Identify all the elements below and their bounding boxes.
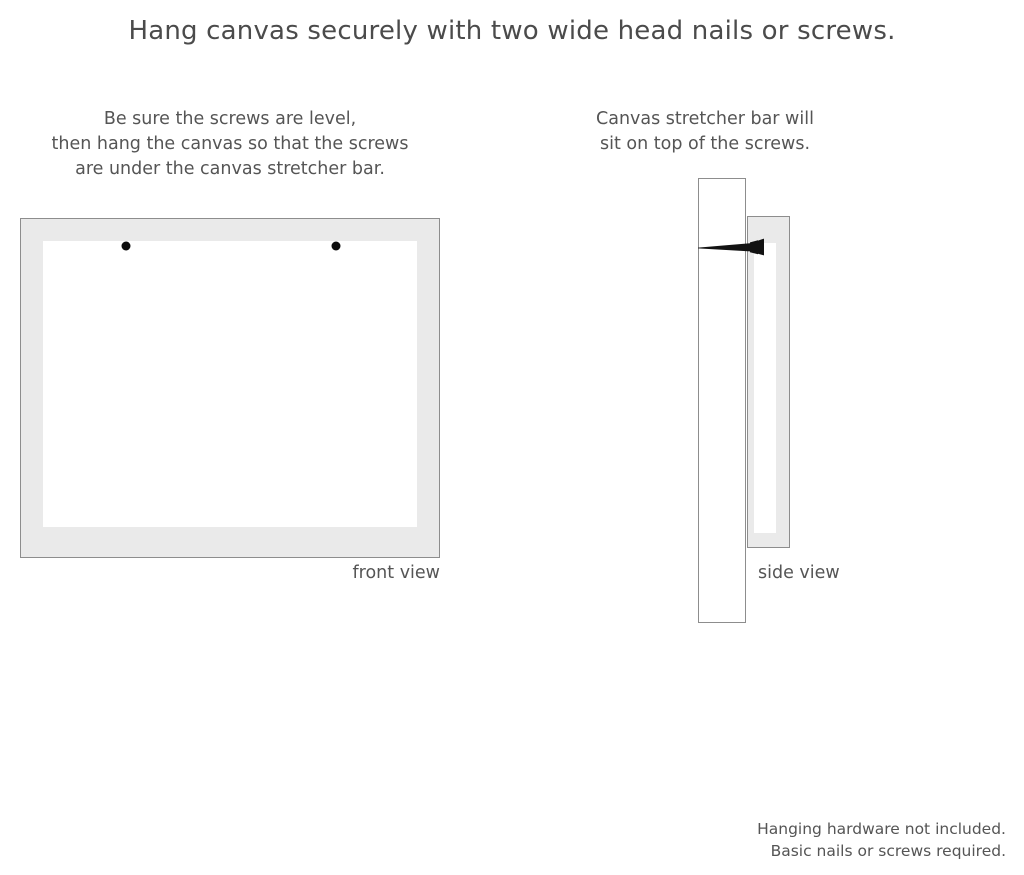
front-view-illustration (20, 218, 440, 558)
footer-disclaimer: Hanging hardware not included. Basic nai… (757, 820, 1006, 860)
wide-head-nail-icon (698, 238, 764, 256)
side-view-caption: Canvas stretcher bar will sit on top of … (596, 109, 814, 154)
canvas-frame-outer (20, 218, 440, 558)
left-screw-head-icon (121, 241, 131, 251)
page-title: Hang canvas securely with two wide head … (128, 16, 896, 46)
side-view-label: side view (758, 563, 840, 583)
front-view-label: front view (352, 563, 441, 583)
canvas-depth-inner (754, 243, 776, 533)
right-screw-head-icon (331, 241, 341, 251)
wall-profile (698, 178, 746, 623)
canvas-face (43, 241, 417, 527)
front-view-caption: Be sure the screws are level, then hang … (51, 109, 409, 179)
side-view-illustration (690, 170, 870, 640)
canvas-stretcher-bar-profile (747, 216, 790, 548)
